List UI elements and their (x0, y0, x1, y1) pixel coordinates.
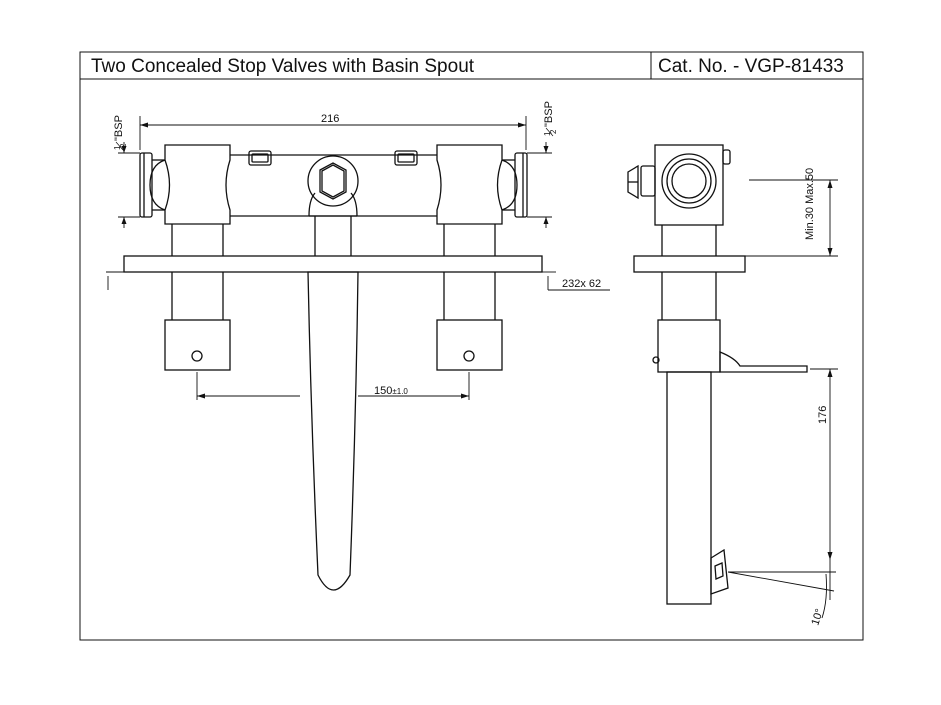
center-distance-label: 150±1.0 (374, 385, 408, 397)
spout-angle-label: 10° (809, 607, 826, 627)
svg-text:1: 1 (113, 145, 122, 150)
svg-text:2: 2 (119, 143, 128, 148)
basin-spout (307, 271, 359, 591)
side-cover-plate (633, 255, 746, 273)
plate-size-label: 232x 62 (562, 278, 601, 290)
overall-width-label: 216 (321, 113, 339, 125)
svg-text:"BSP: "BSP (113, 115, 125, 141)
side-lever (719, 351, 808, 373)
bsp-right-label: 1 2 "BSP (543, 101, 558, 137)
side-valve-body (654, 144, 724, 226)
side-view: Min.30 Max.50 176 10° (627, 144, 838, 627)
dim-bsp-right (527, 142, 552, 228)
side-hex-nut (627, 164, 656, 200)
wall-depth-label: Min.30 Max.50 (804, 168, 816, 240)
left-plug (248, 150, 272, 166)
title-block: Two Concealed Stop Valves with Basin Spo… (79, 51, 864, 641)
valve-body (230, 154, 437, 217)
svg-text:2: 2 (549, 129, 558, 134)
svg-text:"BSP: "BSP (543, 101, 555, 127)
dim-overall-width (139, 116, 527, 150)
svg-text:1: 1 (543, 131, 552, 136)
dim-spout-height (810, 368, 838, 600)
spout-height-label: 176 (817, 406, 829, 424)
right-valve-housing (436, 144, 528, 225)
spout-connector (307, 155, 359, 256)
side-handle (657, 319, 721, 373)
catalog-number: Cat. No. - VGP-81433 (658, 56, 844, 77)
left-valve-housing (139, 144, 231, 225)
dim-plate (106, 271, 610, 291)
left-handle (164, 319, 231, 371)
side-aerator (710, 548, 729, 595)
cover-plate (123, 255, 543, 273)
dim-center-distance (196, 372, 470, 400)
dim-bsp-left (118, 142, 140, 228)
front-view: 216 1 2 "BSP 1 2 "B (106, 101, 610, 591)
drawing-border (79, 51, 864, 641)
drawing-title: Two Concealed Stop Valves with Basin Spo… (91, 56, 475, 77)
bsp-left-label: 1 2 "BSP (113, 115, 128, 151)
dim-wall-depth (745, 179, 838, 257)
right-plug (394, 150, 418, 166)
side-spout (666, 371, 712, 605)
svg-text:10°: 10° (809, 607, 826, 627)
valve-stems (171, 224, 496, 256)
right-handle (436, 319, 503, 371)
dim-spout-angle (727, 571, 836, 619)
svg-text:Min.30 Max.50: Min.30 Max.50 (804, 168, 816, 240)
svg-text:176: 176 (817, 406, 829, 424)
